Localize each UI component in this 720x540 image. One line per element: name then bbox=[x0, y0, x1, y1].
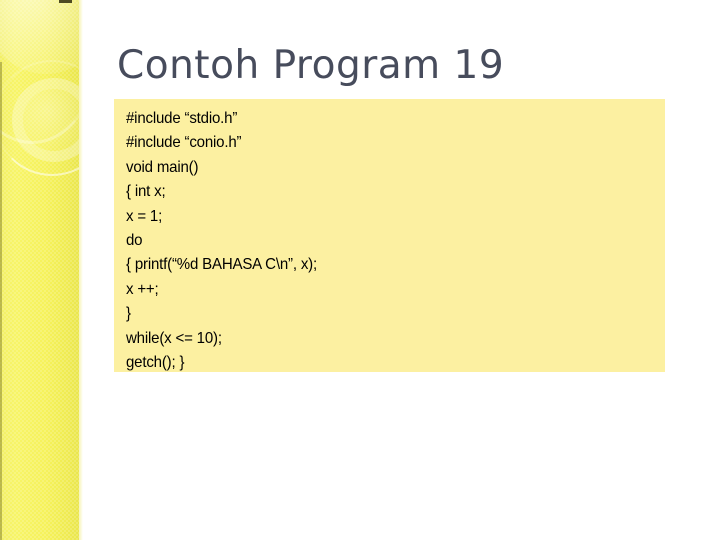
code-line: { printf(“%d BAHASA C\n”, x); bbox=[126, 256, 317, 274]
band-edge-shadow bbox=[0, 62, 2, 540]
page-title: Contoh Program 19 bbox=[117, 43, 505, 88]
code-line: #include “stdio.h” bbox=[126, 110, 238, 127]
code-line: #include “conio.h” bbox=[126, 134, 242, 152]
code-line: x = 1; bbox=[126, 207, 163, 225]
code-line: while(x <= 10); bbox=[126, 329, 222, 347]
code-line: x ++; bbox=[126, 280, 159, 298]
ring-inner-decor-icon bbox=[23, 89, 79, 151]
code-line: { int x; bbox=[126, 183, 166, 201]
ring-decor-icon bbox=[12, 78, 79, 162]
decorative-sidebar-band bbox=[0, 0, 79, 540]
code-line: } bbox=[126, 305, 131, 323]
code-line: getch(); } bbox=[126, 354, 185, 372]
code-line: void main() bbox=[126, 158, 199, 176]
band-outer-highlight bbox=[79, 0, 83, 540]
code-block: #include “stdio.h” #include “conio.h” vo… bbox=[114, 99, 665, 372]
band-top-notch bbox=[59, 0, 72, 3]
code-line: do bbox=[126, 232, 143, 250]
